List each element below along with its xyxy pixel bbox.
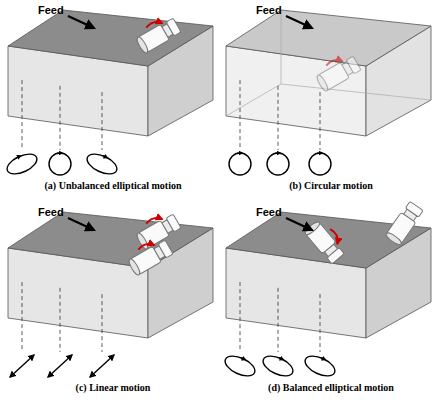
motion-path <box>48 355 72 377</box>
motion-path <box>229 153 251 175</box>
feed-label: Feed <box>38 4 64 16</box>
motion-path <box>10 355 34 377</box>
motion-path <box>222 352 258 380</box>
motion-path <box>84 150 120 178</box>
panel-caption: (c) Linear motion <box>76 382 151 393</box>
dashed-line <box>22 80 23 150</box>
roller <box>304 217 350 265</box>
panel-caption: (a) Unbalanced elliptical motion <box>45 180 182 191</box>
dashed-line <box>320 294 321 352</box>
dashed-line <box>102 92 103 150</box>
motion-path <box>309 153 331 175</box>
feed-label: Feed <box>38 206 64 218</box>
motion-path <box>260 352 296 380</box>
feed-arrow <box>68 16 94 28</box>
block-top <box>226 212 431 268</box>
block-top <box>8 10 213 66</box>
feed-label: Feed <box>256 4 282 16</box>
panel-caption: (d) Balanced elliptical motion <box>268 382 394 393</box>
hidden-edge <box>226 10 431 116</box>
motion-path <box>4 150 40 178</box>
panel-caption: (b) Circular motion <box>289 180 373 191</box>
feed-arrow <box>68 218 94 230</box>
dashed-line <box>240 80 241 150</box>
motion-path <box>90 355 114 377</box>
roller <box>133 209 182 251</box>
dashed-line <box>102 294 103 352</box>
workpiece-panel <box>222 201 431 380</box>
dashed-line <box>22 282 23 352</box>
roller <box>125 235 174 277</box>
workpiece-panel <box>4 10 213 178</box>
dashed-line <box>320 92 321 150</box>
workpiece-panel <box>8 209 213 377</box>
roller <box>313 51 362 93</box>
motion-path <box>267 153 289 175</box>
dashed-line <box>60 288 61 352</box>
block-top <box>226 10 431 66</box>
feed-arrow <box>286 16 312 28</box>
motion-path <box>302 352 338 380</box>
roller <box>133 13 182 55</box>
workpiece-panel <box>226 10 431 175</box>
feed-arrow <box>286 218 312 230</box>
motion-path <box>49 153 71 175</box>
dashed-line <box>240 282 241 352</box>
dashed-line <box>278 86 279 150</box>
dashed-line <box>60 86 61 150</box>
roller <box>385 201 424 247</box>
block-top <box>8 212 213 268</box>
feed-label: Feed <box>256 206 282 218</box>
dashed-line <box>278 288 279 352</box>
